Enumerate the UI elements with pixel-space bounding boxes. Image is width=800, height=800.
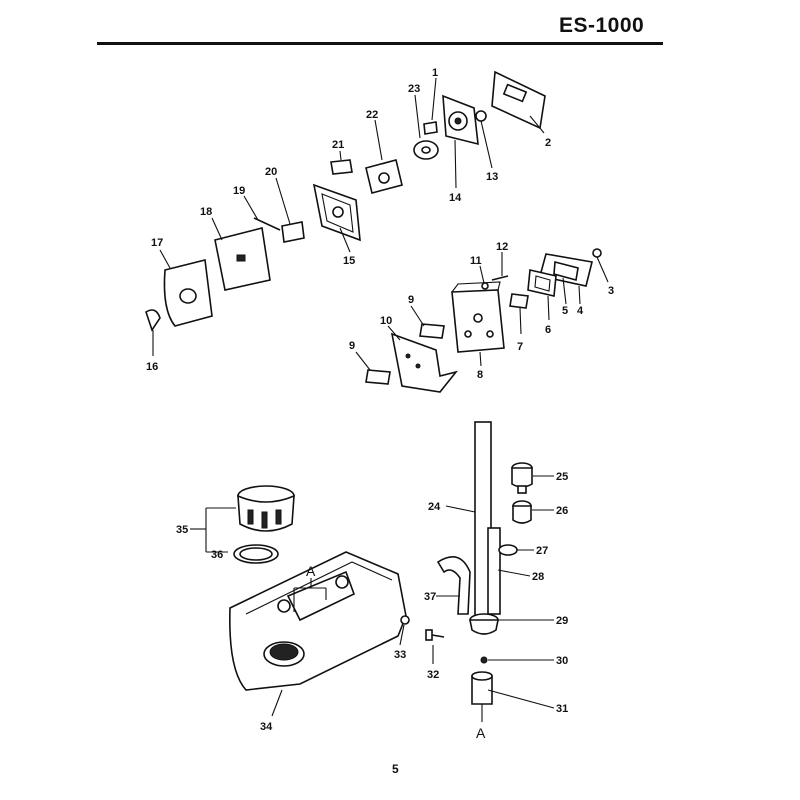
part-8-muffler <box>451 281 505 367</box>
callout-23: 23 <box>408 83 420 95</box>
part-16-knob <box>145 309 161 356</box>
part-22-carburetor <box>365 119 403 194</box>
callout-5: 5 <box>562 305 568 317</box>
callout-35: 35 <box>176 524 188 536</box>
callout-25: 25 <box>556 471 568 483</box>
callout-26: 26 <box>556 505 568 517</box>
callout-15: 15 <box>343 255 355 267</box>
part-15-cleaner-base <box>312 183 361 253</box>
part-36-o-ring <box>233 544 279 564</box>
callout-27: 27 <box>536 545 548 557</box>
callout-7: 7 <box>517 341 523 353</box>
callout-11: 11 <box>470 255 482 267</box>
part-27-clip <box>498 544 534 556</box>
callout-34: 34 <box>260 721 273 733</box>
part-29-grommet <box>469 613 554 635</box>
callout-6: 6 <box>545 324 551 336</box>
callout-22: 22 <box>366 109 378 121</box>
callout-8: 8 <box>477 369 483 381</box>
part-2-gasket <box>491 70 546 134</box>
callout-19: 19 <box>233 185 245 197</box>
callout-17: 17 <box>151 237 163 249</box>
header-rule <box>97 42 663 45</box>
part-34-fuel-tank <box>229 551 407 717</box>
part-33-washer <box>399 615 410 646</box>
part-11-washer <box>479 265 489 290</box>
callout-18: 18 <box>200 206 212 218</box>
part-18-filter <box>211 217 271 291</box>
part-7-plate <box>509 293 529 335</box>
callout-37: 37 <box>424 591 436 603</box>
part-21-gasket <box>330 150 353 175</box>
part-31-weight <box>471 671 555 722</box>
callout-1: 1 <box>432 67 438 79</box>
part-9-gasket-upper <box>410 305 445 339</box>
callout-10: 10 <box>380 315 392 327</box>
callout-2: 2 <box>545 137 551 149</box>
part-20-bracket <box>275 177 305 243</box>
part-1-screw <box>423 77 438 135</box>
callout-14: 14 <box>449 192 462 204</box>
callout-30: 30 <box>556 655 568 667</box>
part-3-bolt <box>592 248 609 283</box>
callout-9-lower: 9 <box>349 340 355 352</box>
callout-16: 16 <box>146 361 158 373</box>
part-35-fuel-cap <box>190 485 295 553</box>
part-12-screw <box>491 252 509 281</box>
part-32-screw <box>425 629 445 664</box>
part-23-insulator <box>413 94 439 160</box>
callout-13: 13 <box>486 171 498 183</box>
part-25-fuel-filter <box>511 462 554 494</box>
part-13-nut <box>475 110 493 169</box>
callout-29: 29 <box>556 615 568 627</box>
model-title: ES-1000 <box>559 14 645 37</box>
page-number: 5 <box>392 762 399 776</box>
callout-31: 31 <box>556 703 568 715</box>
callout-9-upper: 9 <box>408 294 414 306</box>
callout-20: 20 <box>265 166 277 178</box>
part-28-return-tube <box>487 527 531 615</box>
part-5-gasket <box>553 260 579 305</box>
part-30-washer <box>480 656 554 664</box>
part-17-cleaner-cover <box>159 249 213 327</box>
callout-21: 21 <box>332 139 344 151</box>
part-10-heat-shield <box>387 325 459 393</box>
callout-3: 3 <box>608 285 614 297</box>
callout-36: 36 <box>211 549 223 561</box>
part-37-hose <box>436 556 471 615</box>
part-6-gasket <box>527 269 557 321</box>
ref-a-weight: A <box>476 725 486 741</box>
callout-32: 32 <box>427 669 439 681</box>
part-14-carb-body <box>442 94 479 189</box>
callout-12: 12 <box>496 241 508 253</box>
ref-a-tank: A <box>306 563 316 579</box>
callout-24: 24 <box>428 501 441 513</box>
ref-a-tank-pointer <box>293 578 327 612</box>
part-9-gasket-lower <box>355 351 391 385</box>
callout-28: 28 <box>532 571 544 583</box>
callout-4: 4 <box>577 305 584 317</box>
callout-33: 33 <box>394 649 406 661</box>
part-26-filter <box>512 500 554 524</box>
part-19-bolt <box>243 195 281 231</box>
